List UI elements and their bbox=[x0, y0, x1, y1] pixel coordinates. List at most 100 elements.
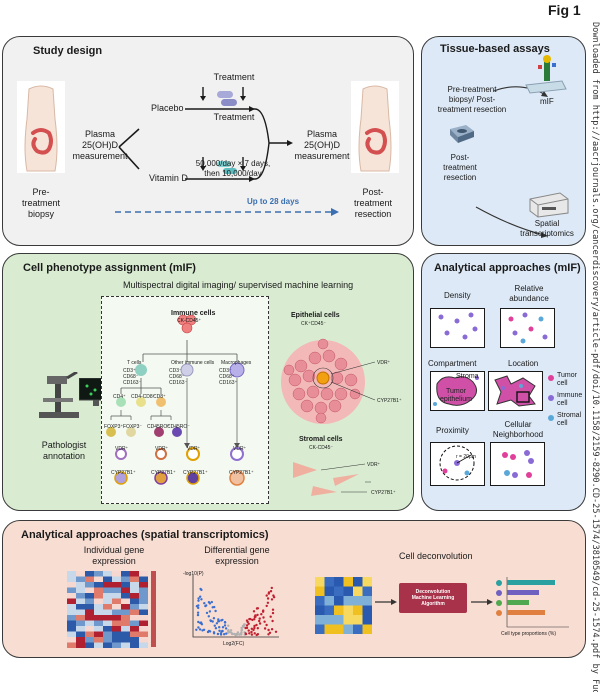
volcano-point bbox=[223, 624, 227, 627]
heatmap-cell bbox=[112, 626, 121, 632]
heatmap-cell bbox=[103, 587, 112, 593]
download-note: Downloaded from http://aacrjournals.org/… bbox=[590, 22, 600, 692]
heatmap-cell bbox=[67, 615, 76, 621]
heatmap-cell bbox=[103, 576, 112, 582]
matrix-cell bbox=[324, 624, 334, 634]
volcano-x-label: Log2(FC) bbox=[223, 641, 245, 647]
heatmap-cell bbox=[112, 598, 121, 604]
duration-arrow bbox=[115, 208, 339, 216]
volcano-point bbox=[250, 630, 253, 634]
heatmap-cell bbox=[130, 609, 139, 615]
volcano-point bbox=[274, 630, 278, 633]
volcano-point bbox=[227, 628, 230, 632]
matrix-cell bbox=[334, 586, 344, 596]
heatmap-cell bbox=[67, 609, 76, 615]
vitd-treatment-label: Treatment bbox=[213, 112, 255, 122]
tissue-assays-panel: Tissue-based assays Pre-treatment biopsy… bbox=[421, 36, 586, 246]
heatmap-cell bbox=[76, 604, 85, 610]
heatmap-cell bbox=[139, 576, 148, 582]
volcano-point bbox=[267, 592, 270, 595]
volcano-point bbox=[218, 629, 221, 632]
heatmap-cell bbox=[121, 609, 130, 615]
vdr-label-2: VDR⁺ bbox=[155, 446, 169, 452]
matrix-cell bbox=[315, 577, 325, 587]
heatmap-cell bbox=[121, 642, 130, 648]
volcano-point bbox=[271, 608, 275, 611]
volcano-point bbox=[247, 622, 250, 625]
cd45ro-pos-label: CD45RO⁺ bbox=[147, 424, 170, 430]
matrix-cell bbox=[334, 615, 344, 625]
heatmap-cell bbox=[103, 571, 112, 577]
volcano-point bbox=[253, 618, 256, 621]
heatmap-cell bbox=[103, 609, 112, 615]
volcano-point bbox=[251, 618, 254, 622]
plasma-right-label: Plasma 25(OH)D measurement bbox=[294, 129, 350, 161]
heatmap-cell bbox=[139, 609, 148, 615]
density-tile bbox=[430, 308, 485, 348]
heatmap-cell bbox=[67, 631, 76, 637]
epithelial-tumor-cluster bbox=[281, 338, 376, 424]
spatial-title: Analytical approaches (spatial transcrip… bbox=[21, 529, 269, 541]
heatmap-cell bbox=[112, 582, 121, 588]
volcano-point bbox=[265, 623, 268, 627]
heatmap-cell bbox=[94, 571, 103, 577]
volcano-point bbox=[242, 625, 245, 629]
heatmap-cell bbox=[112, 593, 121, 599]
deconvolution-algorithm-box: Deconvolution Machine Learning Algorithm bbox=[399, 583, 467, 613]
volcano-point bbox=[260, 613, 263, 616]
heatmap-cell bbox=[67, 626, 76, 632]
volcano-point bbox=[223, 620, 227, 624]
volcano-point bbox=[248, 632, 251, 635]
mif-label: mIF bbox=[540, 97, 554, 106]
legend-immune-cell: Immune cell bbox=[557, 392, 583, 407]
heatmap-cell bbox=[76, 576, 85, 582]
cyp-label-2: CYP27B1⁺ bbox=[151, 470, 176, 476]
volcano-point bbox=[215, 622, 219, 625]
tile-label-cellular-neighborhood: Cellular Neighborhood bbox=[492, 420, 544, 439]
volcano-point bbox=[250, 627, 253, 630]
volcano-point bbox=[227, 624, 230, 627]
matrix-cell bbox=[315, 624, 325, 634]
heatmap-cell bbox=[76, 609, 85, 615]
foxp3neg-label: FOXP3⁻ bbox=[123, 424, 143, 430]
deconvolution-matrix bbox=[315, 577, 372, 634]
volcano-point bbox=[268, 631, 272, 634]
location-graphic bbox=[494, 375, 536, 407]
individual-gene-label: Individual gene expression bbox=[83, 545, 145, 566]
matrix-cell bbox=[353, 596, 363, 606]
volcano-point bbox=[263, 627, 267, 630]
volcano-point bbox=[255, 633, 258, 637]
volcano-point bbox=[265, 604, 268, 608]
tile-label-relative-abundance: Relative abundance bbox=[509, 284, 549, 303]
other-immune-label: Other immune cells bbox=[171, 360, 215, 366]
heatmap-cell bbox=[121, 587, 130, 593]
volcano-point bbox=[270, 598, 274, 601]
legend-tumor-cell: Tumor cell bbox=[557, 372, 577, 387]
volcano-point bbox=[216, 632, 220, 636]
volcano-point bbox=[246, 620, 249, 624]
heatmap-cell bbox=[103, 620, 112, 626]
heatmap-cell bbox=[130, 626, 139, 632]
volcano-point bbox=[197, 620, 200, 624]
cyp-label-3: CYP27B1⁺ bbox=[183, 470, 208, 476]
heatmap-cell bbox=[112, 587, 121, 593]
volcano-point bbox=[250, 633, 254, 636]
volcano-point bbox=[233, 632, 236, 636]
matrix-cell bbox=[324, 577, 334, 587]
heatmap-cell bbox=[76, 593, 85, 599]
pre-treatment-biopsy-resection-label: Pre-treatment biopsy/ Post- treatment re… bbox=[437, 85, 507, 114]
volcano-point bbox=[248, 617, 251, 621]
volcano-point bbox=[209, 619, 212, 622]
matrix-cell bbox=[324, 596, 334, 606]
heatmap-cell bbox=[121, 615, 130, 621]
volcano-point bbox=[196, 611, 200, 614]
heatmap-cell bbox=[94, 642, 103, 648]
heatmap-cell bbox=[103, 593, 112, 599]
volcano-point bbox=[252, 628, 255, 632]
matrix-cell bbox=[343, 605, 353, 615]
heatmap-cell bbox=[94, 598, 103, 604]
volcano-point bbox=[208, 630, 212, 633]
epithelial-cyp-label: CYP27B1⁺ bbox=[377, 398, 402, 404]
volcano-point bbox=[244, 632, 248, 636]
heatmap-cell bbox=[85, 609, 94, 615]
